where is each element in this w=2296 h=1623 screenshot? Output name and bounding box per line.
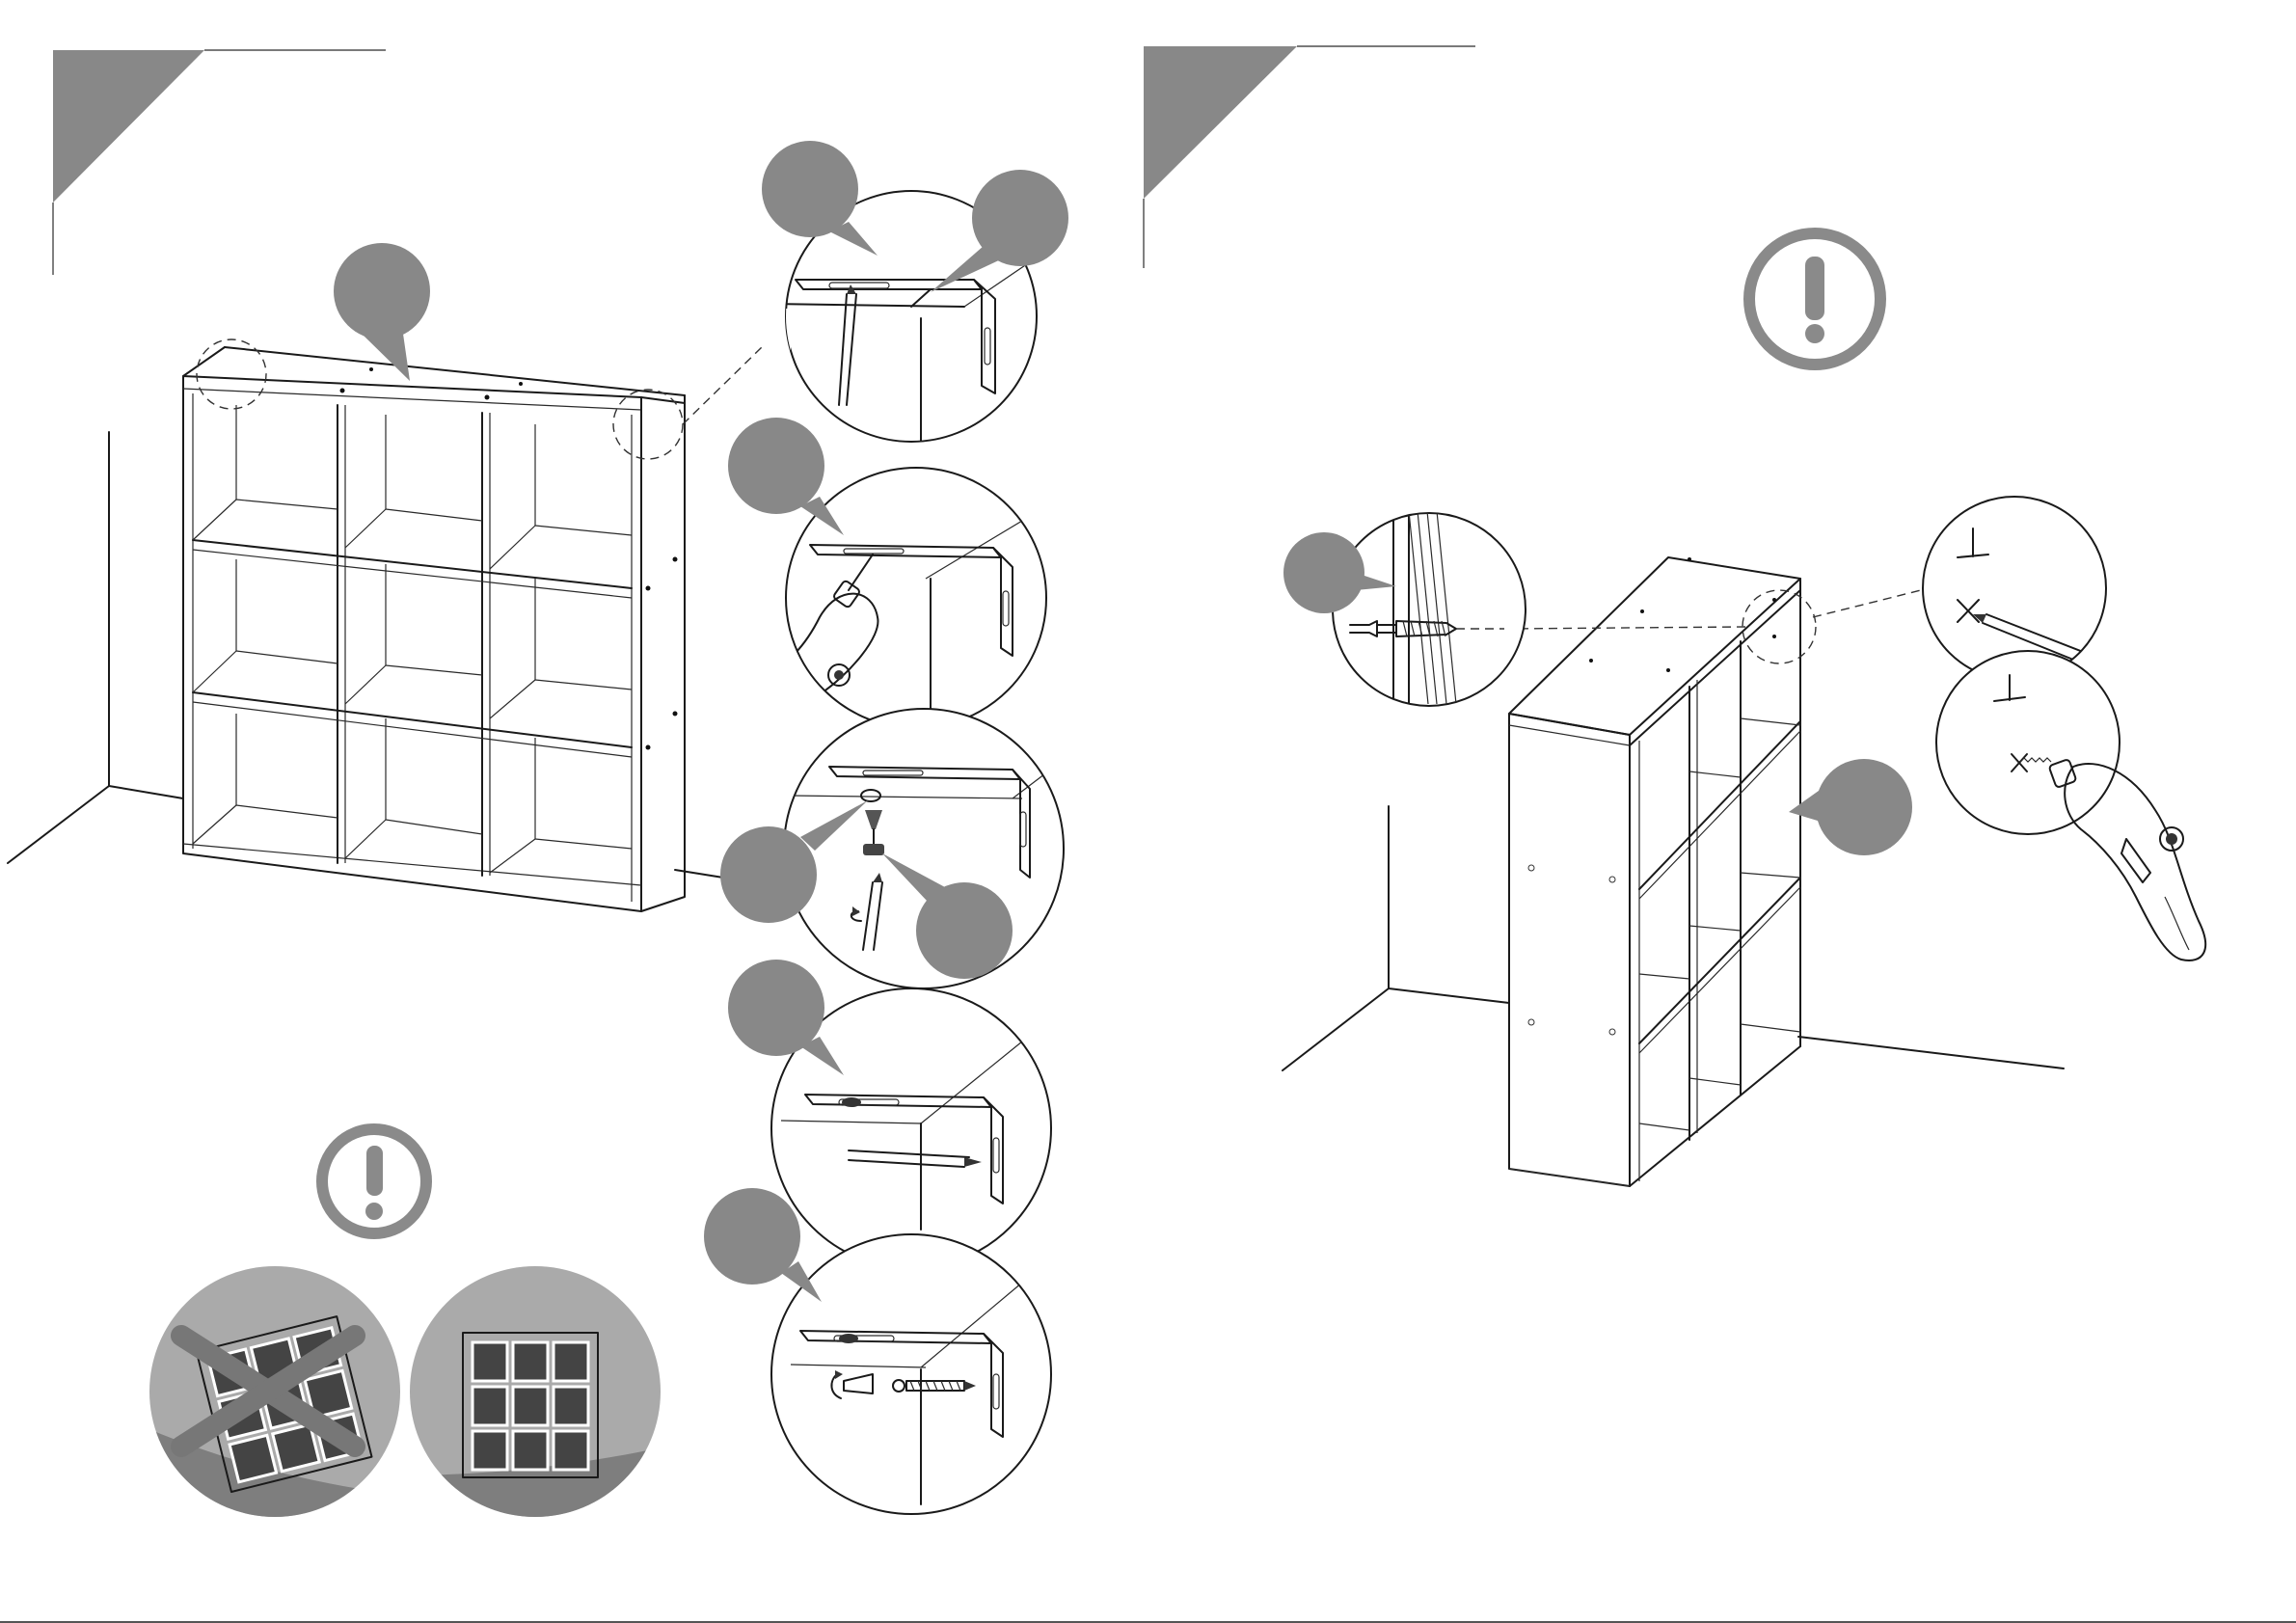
wrong-assembly-example [145,1266,405,1543]
shelf-unit-side [1509,557,1929,1186]
detail-bracket-drill-pilot [728,418,1046,733]
shelf-unit-front [183,339,762,911]
step-marker-right [1144,46,1475,268]
room-corner-left [8,432,723,878]
detail-bracket-screw-screwdriver [720,709,1064,988]
exclamation-circle-icon [1749,233,1880,365]
detail-wall-plug-section [1283,511,1526,714]
left-page [8,50,1068,1543]
step-marker-left [53,50,386,275]
right-page [1144,46,2205,1186]
room-corner-right [1283,806,2064,1070]
detail-bracket-mark-pencil [762,141,1068,463]
correct-assembly-example [405,1266,665,1543]
callout-d2 [728,418,844,535]
callout-unit-side [1789,759,1912,855]
detail-drill-cross [1936,651,2205,960]
exclamation-circle-icon [322,1129,426,1233]
